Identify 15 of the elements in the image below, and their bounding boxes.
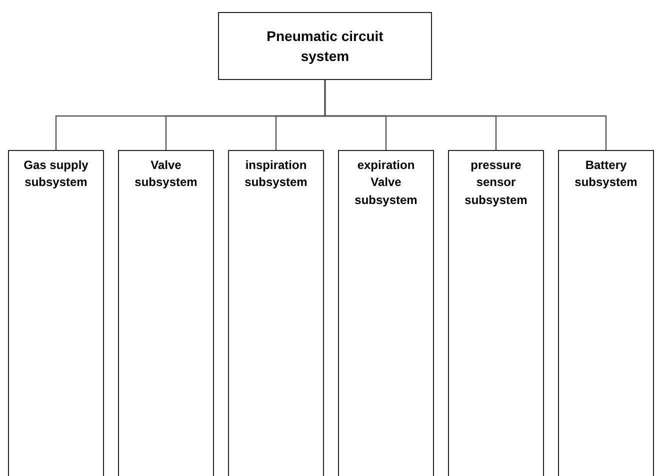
box-title: Valve subsystem — [134, 157, 198, 192]
subsystem-box — [118, 150, 214, 476]
box-title: pressure sensor subsystem — [464, 157, 528, 209]
box-title: inspiration subsystem — [244, 157, 308, 192]
box-title: Battery subsystem — [574, 157, 638, 192]
box-title: Gas supply subsystem — [22, 157, 90, 192]
subsystem-box — [448, 150, 544, 476]
subsystem-box — [8, 150, 104, 476]
root-box — [218, 12, 432, 80]
box-title: Pneumatic circuit system — [266, 26, 384, 66]
connector-line — [324, 80, 607, 150]
box-title: expiration Valve subsystem — [354, 157, 418, 209]
subsystem-box — [228, 150, 324, 476]
subsystem-box — [338, 150, 434, 476]
subsystem-box — [558, 150, 654, 476]
